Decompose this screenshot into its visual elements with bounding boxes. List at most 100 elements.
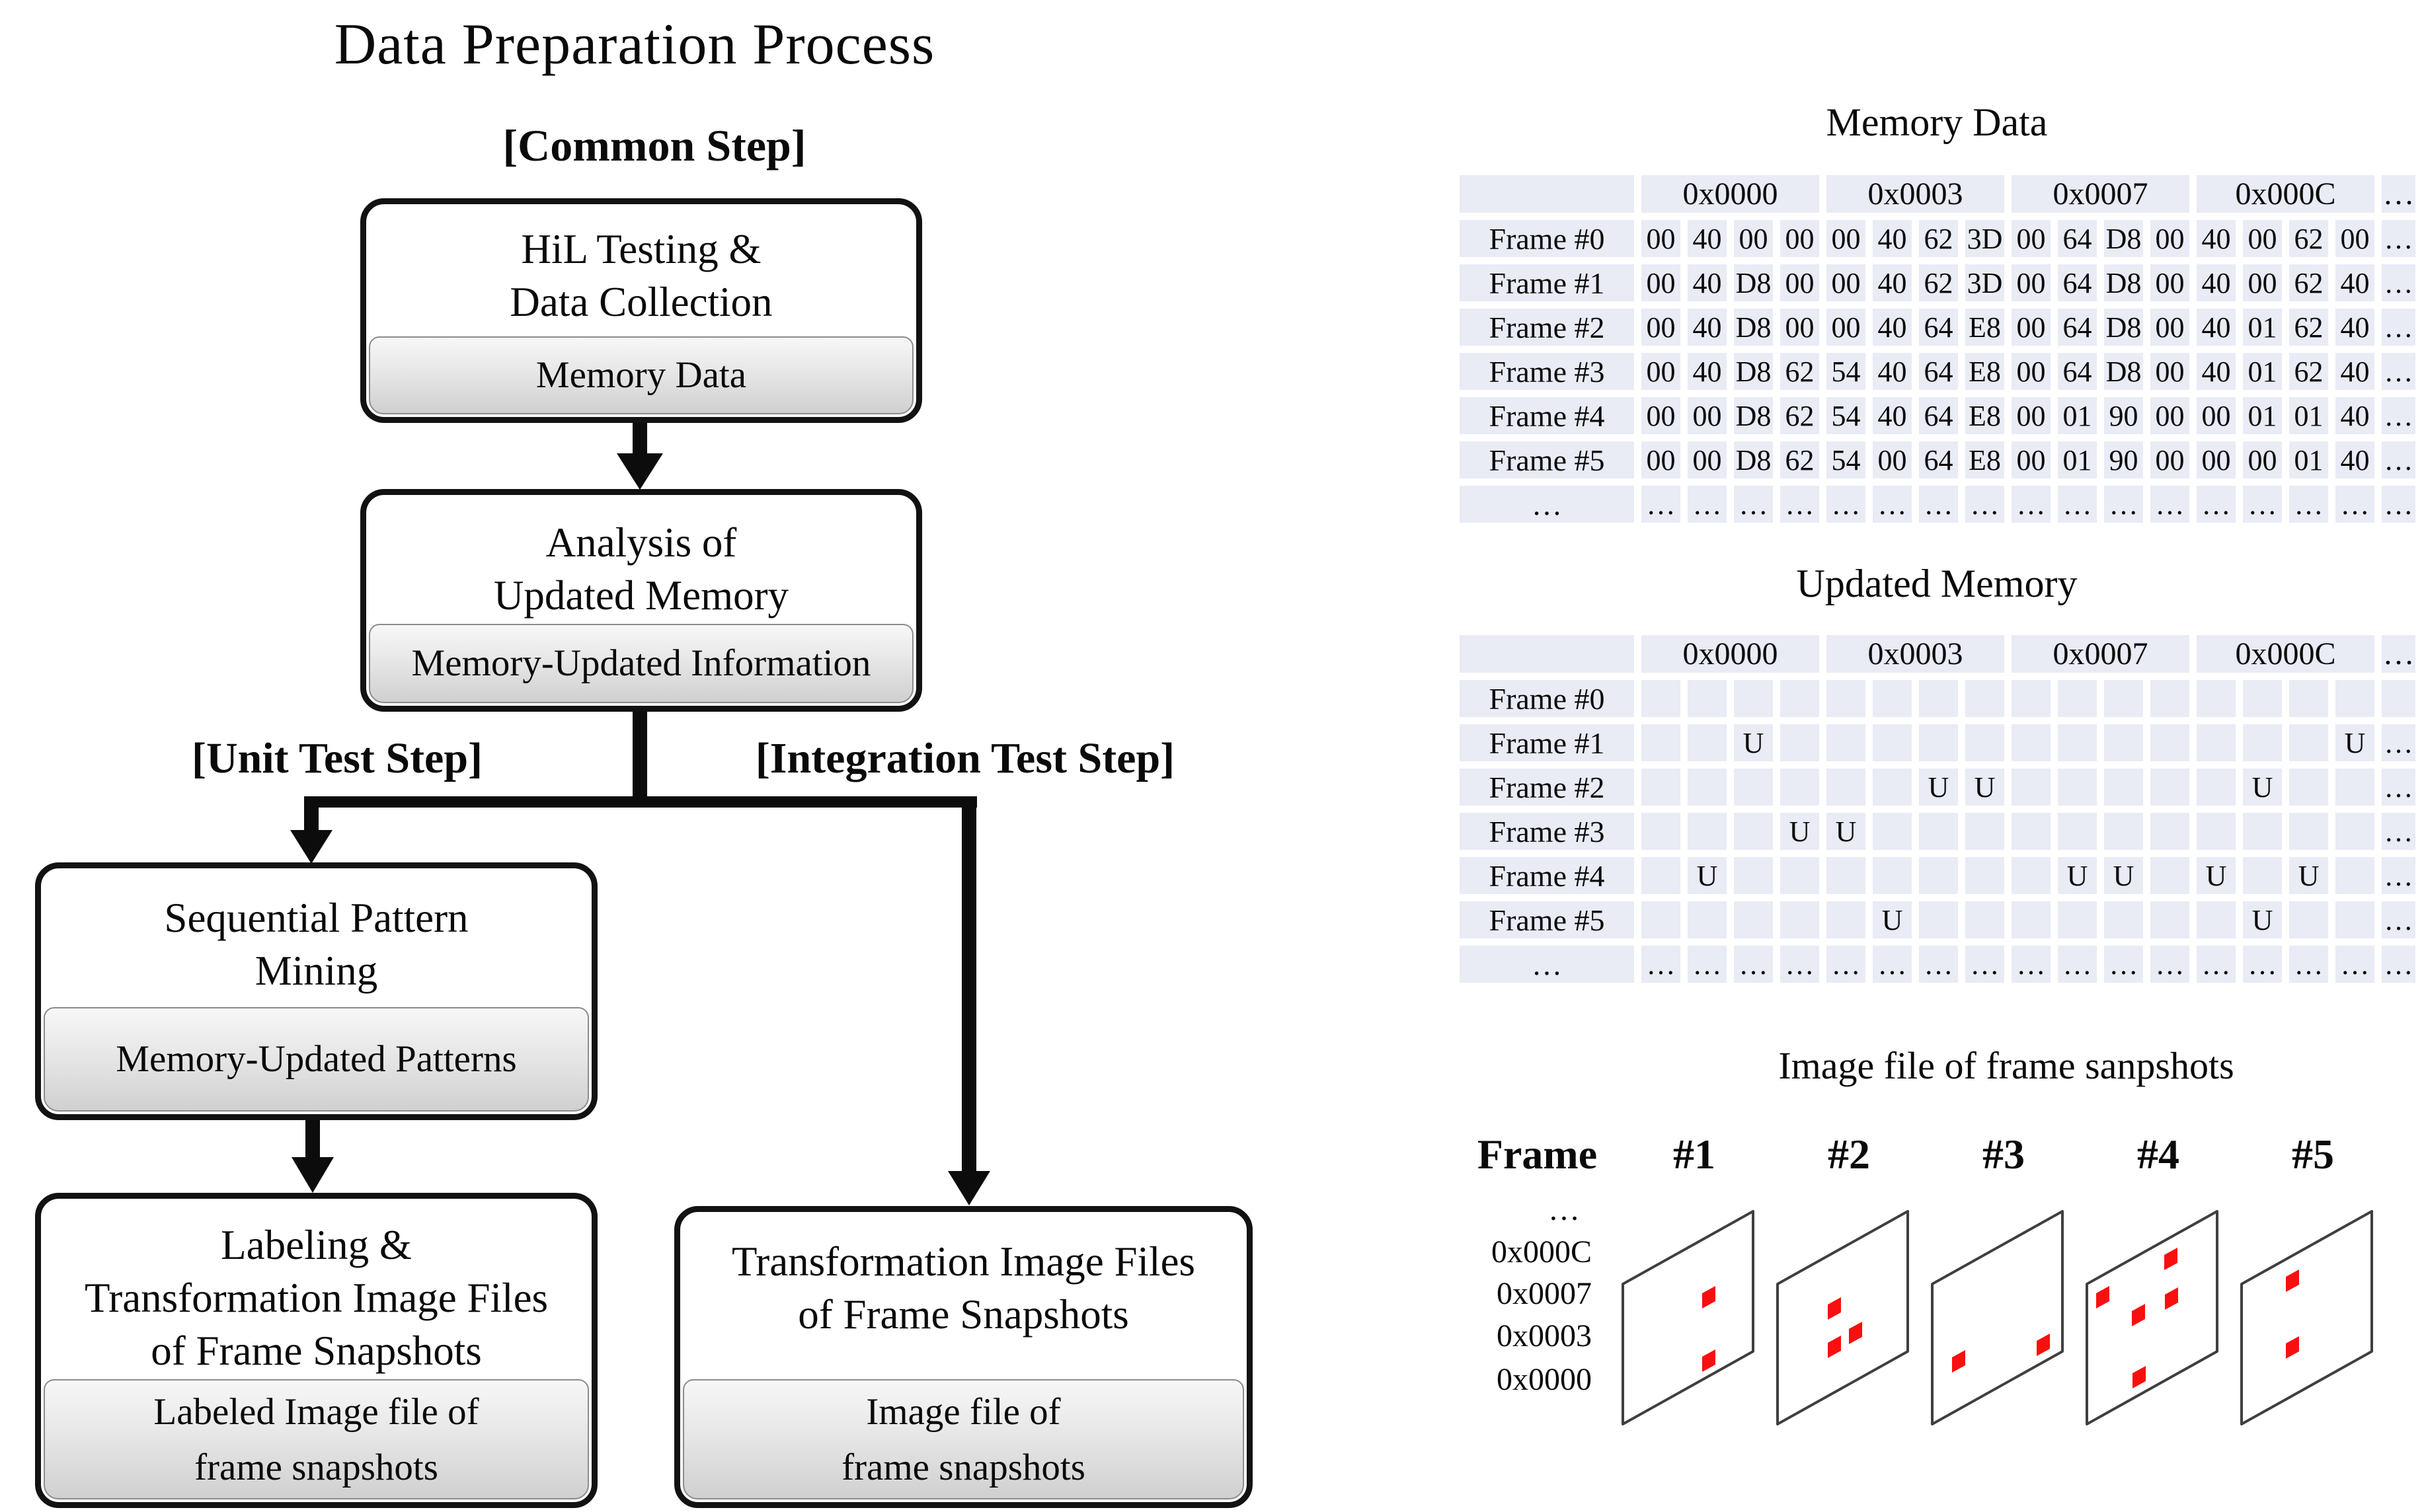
memory-table-cell: 00: [2012, 353, 2051, 390]
memory-table-cell: 40: [2197, 264, 2236, 301]
memory-table-cell: 00: [1641, 309, 1680, 346]
updated-table-cell: [1965, 901, 2004, 938]
updated-table-cell: U: [1965, 769, 2004, 806]
box-transformation-output: Image file of frame snapshots: [683, 1379, 1244, 1499]
box-labeling-title-line2: Transformation Image Files: [84, 1275, 549, 1321]
box-hil-title-line2: Data Collection: [510, 279, 773, 325]
memory-table-cell: 00: [1641, 397, 1680, 434]
memory-table-header: …: [2382, 175, 2415, 213]
box-analysis: Analysis of Updated Memory Memory-Update…: [360, 489, 922, 712]
updated-table-cell: [1688, 769, 1727, 806]
updated-table-cell: U: [1919, 769, 1958, 806]
memory-table-cell: 64: [2058, 220, 2097, 257]
memory-table-cell: 00: [1780, 309, 1819, 346]
updated-table-cell: [2243, 813, 2282, 850]
box-hil-title-line1: HiL Testing &: [521, 226, 762, 272]
updated-table-cell: U: [2289, 857, 2328, 894]
memory-table-cell: 40: [1873, 309, 1912, 346]
updated-memory-title: Updated Memory: [1796, 562, 2078, 605]
snapshot-plane-4: [2086, 1210, 2218, 1425]
updated-table-cell: [2012, 769, 2051, 806]
memory-table-cell: 00: [1734, 220, 1773, 257]
flow-connectors: [290, 422, 990, 1205]
memory-table-cell: 00: [1873, 441, 1912, 478]
updated-table-cell: [2104, 769, 2143, 806]
memory-table-cell: 40: [1688, 220, 1727, 257]
integration-test-step-label: [Integration Test Step]: [755, 734, 1175, 782]
updated-table-cell: …: [2335, 946, 2374, 983]
memory-table-cell: …: [1919, 486, 1958, 523]
memory-table-cell: 40: [1873, 220, 1912, 257]
address-label-0x0003: 0x0003: [1497, 1318, 1592, 1353]
updated-table-cell: [1641, 724, 1680, 761]
memory-table-cell: D8: [1734, 264, 1773, 301]
box-hil-output: Memory Data: [369, 336, 914, 414]
box-transform-output-line2: frame snapshots: [841, 1447, 1085, 1488]
memory-table-cell: 00: [2012, 264, 2051, 301]
box-mining-title-line2: Mining: [254, 948, 378, 994]
memory-table-cell: 00: [1826, 309, 1865, 346]
updated-table-cell: [2012, 857, 2051, 894]
updated-table-cell: [2012, 813, 2051, 850]
updated-table-cell: [2243, 857, 2282, 894]
memory-table-cell: 00: [2150, 309, 2189, 346]
memory-table-cell: 40: [1873, 397, 1912, 434]
updated-table-cell: [2289, 901, 2328, 938]
memory-table-cell: 3D: [1965, 220, 2004, 257]
updated-table-cell: …: [2382, 724, 2415, 761]
updated-table-cell: [2012, 901, 2051, 938]
snapshot-plane-1: [1622, 1210, 1754, 1425]
memory-table-cell: 64: [1919, 353, 1958, 390]
updated-table-cell: [2150, 857, 2189, 894]
memory-table-cell: 62: [1919, 220, 1958, 257]
memory-table-cell: 54: [1826, 397, 1865, 434]
memory-table-cell: 64: [1919, 397, 1958, 434]
memory-table-cell: …: [1826, 486, 1865, 523]
updated-table-cell: [1873, 680, 1912, 717]
updated-table-cell: U: [1688, 857, 1727, 894]
updated-table-cell: [1688, 901, 1727, 938]
updated-table-cell: [1873, 724, 1912, 761]
memory-table-cell: 01: [2058, 441, 2097, 478]
updated-table-cell: [1873, 857, 1912, 894]
memory-table-cell: 01: [2289, 441, 2328, 478]
memory-table-cell: 54: [1826, 441, 1865, 478]
updated-table-row-label: Frame #4: [1460, 857, 1634, 894]
memory-table-cell: …: [2012, 486, 2051, 523]
memory-table-cell: …: [1873, 486, 1912, 523]
memory-table-cell: 40: [2335, 309, 2374, 346]
memory-table-cell: E8: [1965, 441, 2004, 478]
updated-byte-dot: [1849, 1322, 1862, 1344]
memory-table-cell: …: [2150, 486, 2189, 523]
box-analysis-output: Memory-Updated Information: [369, 624, 914, 703]
updated-table-cell: U: [2104, 857, 2143, 894]
updated-table-cell: …: [2197, 946, 2236, 983]
memory-table-cell: …: [2058, 486, 2097, 523]
memory-table-cell: 00: [2012, 220, 2051, 257]
memory-table-cell: …: [2289, 486, 2328, 523]
updated-table-cell: [1873, 769, 1912, 806]
updated-table-cell: [2058, 724, 2097, 761]
updated-table-header: 0x000C: [2197, 635, 2374, 673]
updated-table-cell: [1688, 813, 1727, 850]
memory-table-cell: 00: [1688, 397, 1727, 434]
frame-snapshot-planes: [1622, 1210, 2373, 1425]
updated-table-cell: …: [2382, 901, 2415, 938]
updated-byte-dot: [2096, 1286, 2109, 1308]
memory-table-cell: 00: [2243, 264, 2282, 301]
memory-table-cell: 40: [1688, 309, 1727, 346]
updated-table-cell: [1965, 680, 2004, 717]
memory-table-cell: 01: [2243, 309, 2282, 346]
memory-table-cell: 40: [1873, 353, 1912, 390]
updated-table-cell: …: [2382, 813, 2415, 850]
memory-table-cell: D8: [2104, 353, 2143, 390]
memory-table-cell: 00: [2012, 397, 2051, 434]
memory-table-cell: 40: [2335, 397, 2374, 434]
memory-table-row-label: Frame #3: [1460, 353, 1634, 390]
updated-table-cell: …: [1919, 946, 1958, 983]
updated-table-row: ………………………………………………: [1460, 946, 2415, 983]
